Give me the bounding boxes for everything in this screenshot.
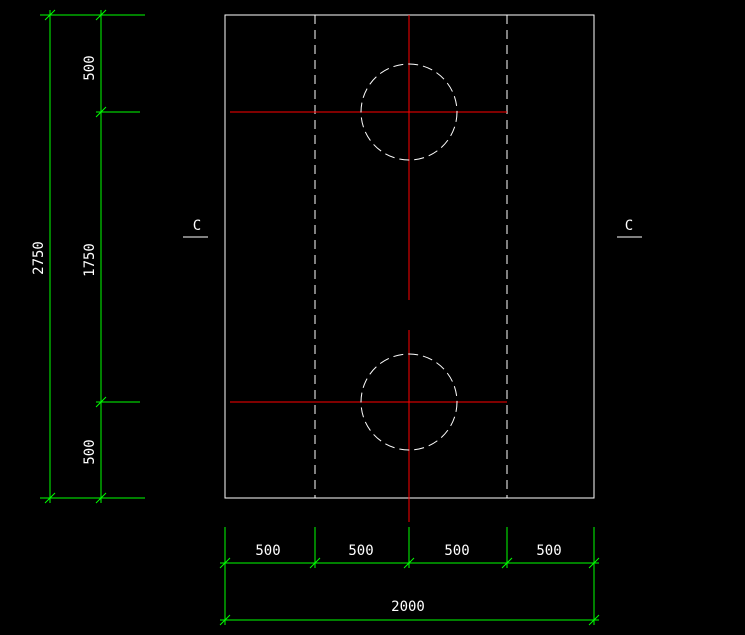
left-segment-label-1: 500 <box>82 55 98 80</box>
bottom-total-dimension <box>219 568 600 626</box>
left-total-label: 2750 <box>31 241 47 275</box>
section-mark-left: C <box>183 218 208 238</box>
section-mark-right-label: C <box>625 218 633 234</box>
bottom-segment-label-4: 500 <box>536 543 561 559</box>
section-mark-left-label: C <box>193 218 201 234</box>
bottom-total-label: 2000 <box>391 599 425 615</box>
left-segment-dimension <box>95 9 140 504</box>
hole-top <box>360 63 458 161</box>
bottom-segment-dimension <box>219 527 600 569</box>
section-mark-right: C <box>617 218 642 238</box>
left-segment-label-3: 500 <box>82 439 98 464</box>
bottom-segment-label-3: 500 <box>444 543 469 559</box>
left-total-dimension <box>40 9 145 504</box>
bottom-segment-label-2: 500 <box>348 543 373 559</box>
left-segment-label-2: 1750 <box>82 243 98 277</box>
hole-bottom <box>360 353 458 451</box>
bottom-segment-label-1: 500 <box>255 543 280 559</box>
